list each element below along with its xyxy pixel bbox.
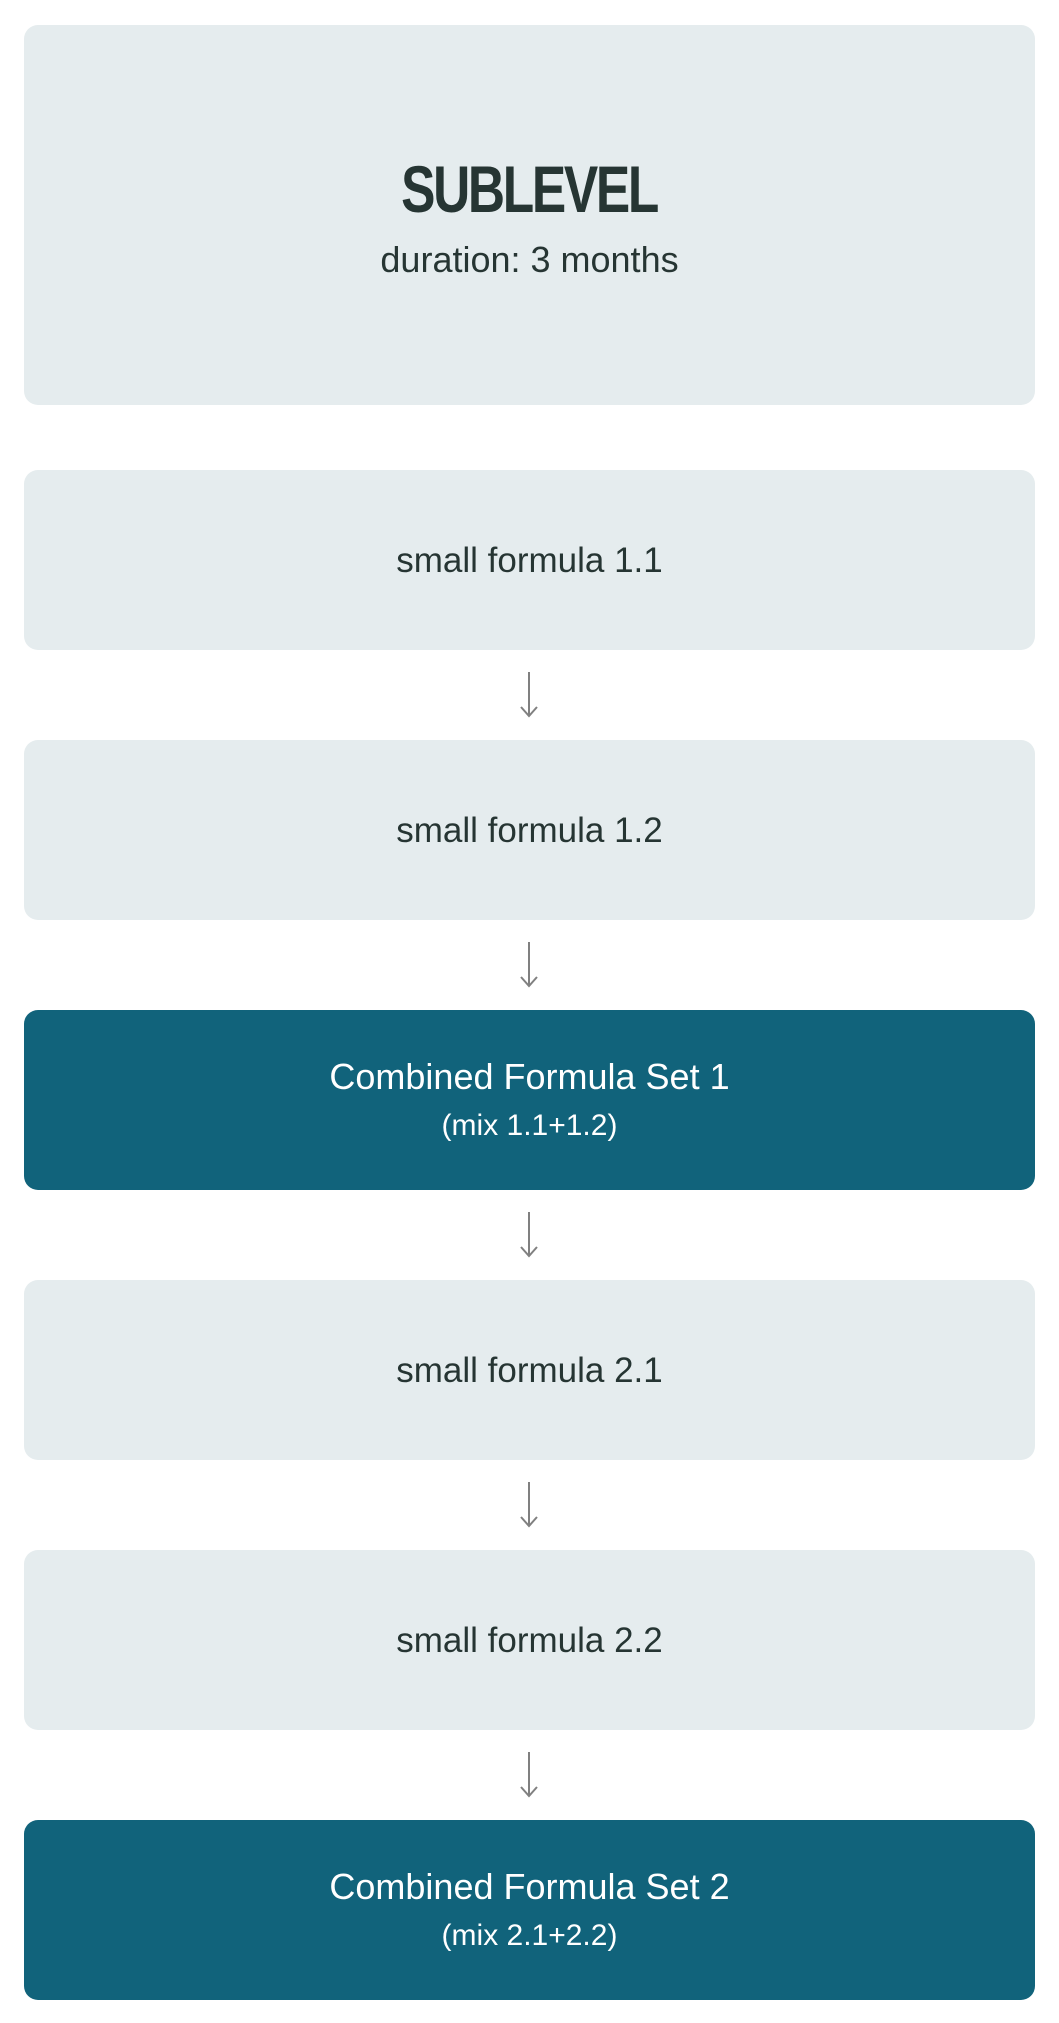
step-small-formula-2-1: small formula 2.1 (24, 1280, 1035, 1460)
sublevel-header-card: SUBLEVEL duration: 3 months (24, 25, 1035, 405)
combined-mix-note: (mix 1.1+1.2) (441, 1109, 618, 1142)
combined-title: Combined Formula Set 2 (329, 1866, 730, 1907)
combined-title: Combined Formula Set 1 (329, 1056, 730, 1097)
step-label: small formula 1.2 (396, 810, 663, 850)
combined-formula-set-2: Combined Formula Set 2 (mix 2.1+2.2) (24, 1820, 1035, 2000)
step-small-formula-2-2: small formula 2.2 (24, 1550, 1035, 1730)
sublevel-duration: duration: 3 months (380, 239, 679, 280)
combined-mix-note: (mix 2.1+2.2) (441, 1919, 618, 1952)
step-label: small formula 2.2 (396, 1620, 663, 1660)
combined-formula-set-1: Combined Formula Set 1 (mix 1.1+1.2) (24, 1010, 1035, 1190)
down-arrow-icon (520, 1752, 538, 1798)
step-small-formula-1-1: small formula 1.1 (24, 470, 1035, 650)
step-small-formula-1-2: small formula 1.2 (24, 740, 1035, 920)
sublevel-title: SUBLEVEL (401, 152, 660, 226)
down-arrow-icon (520, 1482, 538, 1528)
step-label: small formula 2.1 (396, 1350, 663, 1390)
down-arrow-icon (520, 1212, 538, 1258)
step-label: small formula 1.1 (396, 540, 663, 580)
down-arrow-icon (520, 672, 538, 718)
down-arrow-icon (520, 942, 538, 988)
